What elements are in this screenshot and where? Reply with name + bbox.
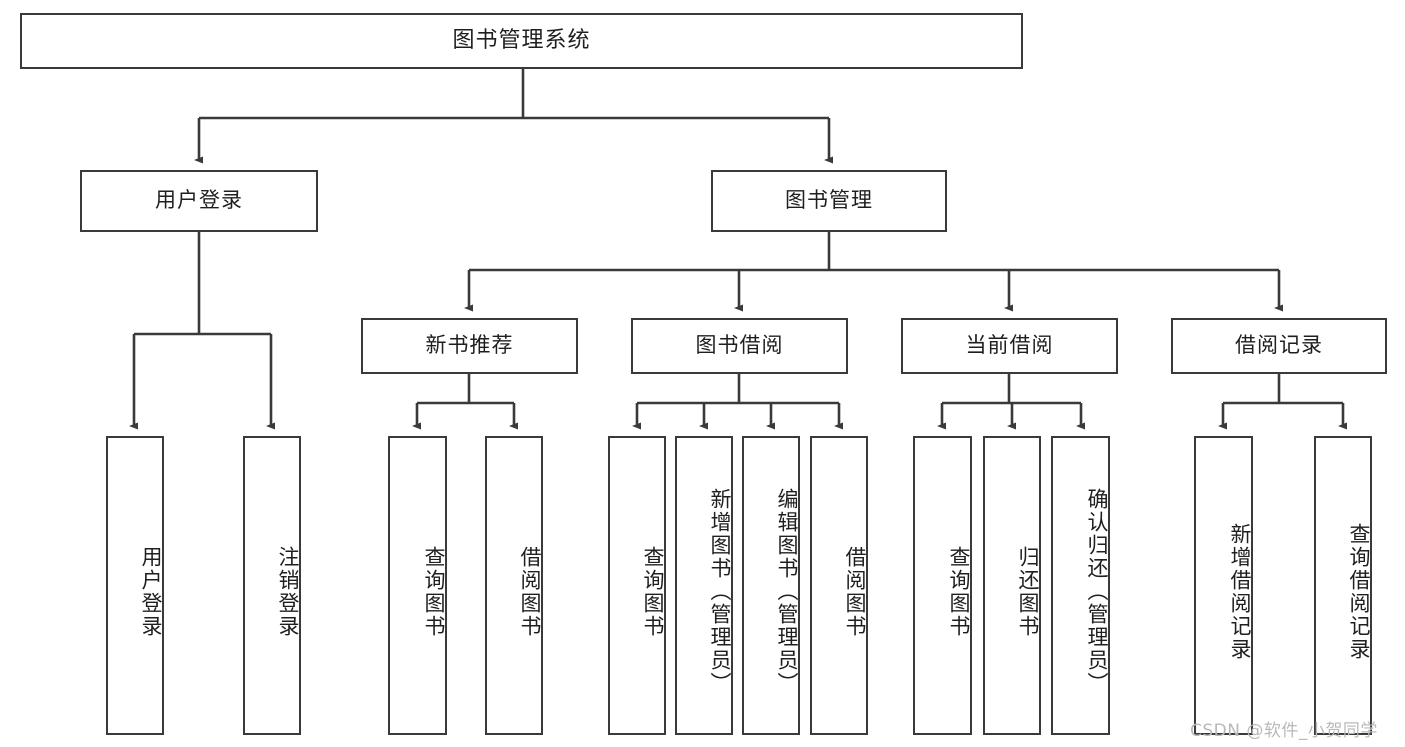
- node-root-system[interactable]: 图书管理系统: [20, 13, 1023, 69]
- node-current-borrow[interactable]: 当前借阅: [901, 318, 1118, 374]
- node-book-borrow[interactable]: 图书借阅: [631, 318, 848, 374]
- node-leaf-query-book-2[interactable]: 查询图书: [608, 436, 666, 735]
- node-leaf-query-record[interactable]: 查询借阅记录: [1314, 436, 1372, 735]
- node-leaf-return-book[interactable]: 归还图书: [983, 436, 1041, 735]
- node-leaf-add-record[interactable]: 新增借阅记录: [1194, 436, 1253, 735]
- node-leaf-edit-book[interactable]: 编辑图书（管理员）: [742, 436, 800, 735]
- node-leaf-borrow-book-2[interactable]: 借阅图书: [810, 436, 868, 735]
- node-leaf-query-book-1[interactable]: 查询图书: [388, 436, 447, 735]
- node-leaf-query-book-3[interactable]: 查询图书: [913, 436, 972, 735]
- node-new-book-recommend[interactable]: 新书推荐: [361, 318, 578, 374]
- node-user-login[interactable]: 用户登录: [80, 170, 318, 232]
- node-leaf-add-book[interactable]: 新增图书（管理员）: [675, 436, 733, 735]
- node-leaf-borrow-book-1[interactable]: 借阅图书: [485, 436, 543, 735]
- node-leaf-logout[interactable]: 注销登录: [243, 436, 301, 735]
- node-borrow-record[interactable]: 借阅记录: [1171, 318, 1387, 374]
- node-book-manage[interactable]: 图书管理: [711, 170, 947, 232]
- watermark-label: CSDN @软件_小贺同学: [1190, 721, 1378, 741]
- node-leaf-user-login[interactable]: 用户登录: [106, 436, 164, 735]
- node-leaf-confirm-return[interactable]: 确认归还（管理员）: [1051, 436, 1110, 735]
